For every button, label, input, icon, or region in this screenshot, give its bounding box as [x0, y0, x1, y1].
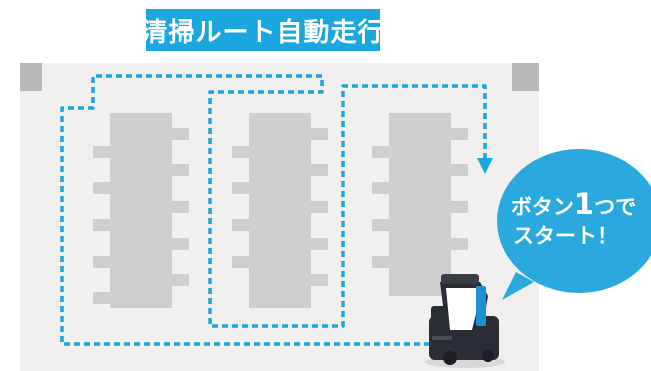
bubble-text-number: 1: [573, 187, 595, 221]
table-group-1: [93, 113, 189, 308]
route-arrow-icon: [477, 158, 493, 174]
speech-bubble: [497, 149, 651, 293]
title-banner: 清掃ルート自動走行: [142, 9, 384, 51]
bubble-line-1: ボタン1つで: [496, 187, 651, 221]
page-title: 清掃ルート自動走行: [141, 17, 385, 48]
table-group-2: [232, 113, 328, 308]
cleaning-robot-icon: [425, 274, 505, 368]
table-group-3: [372, 113, 468, 296]
speech-bubble: [502, 272, 534, 300]
speech-bubble-text: ボタン1つで スタート！: [486, 187, 651, 248]
table-3: [389, 113, 451, 296]
bubble-line-2: スタート！: [513, 224, 618, 249]
bubble-text-suffix: つで: [594, 195, 637, 219]
corner-pillar-left: [20, 63, 42, 91]
bubble-text-prefix: ボタン: [510, 195, 574, 219]
table-1: [110, 113, 172, 308]
corner-pillar-right: [512, 63, 539, 91]
route-path: [60, 74, 487, 346]
table-2: [249, 113, 311, 308]
